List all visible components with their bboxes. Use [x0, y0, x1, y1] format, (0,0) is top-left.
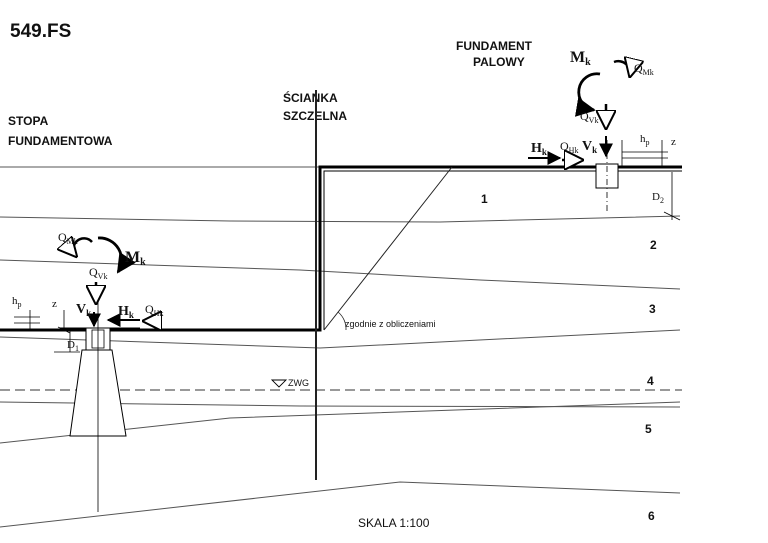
pile-foundation [595, 140, 681, 221]
right-z-label: z [671, 136, 676, 148]
left-z-label: z [52, 298, 57, 310]
groundwater-label: ZWG [288, 378, 309, 388]
right-mk-label: Mk [570, 49, 591, 68]
excavation-profile-inner [323, 170, 620, 330]
stability-slope-line [323, 166, 453, 331]
left-vk-label: Vk [76, 302, 91, 318]
left-hk-label: Hk [118, 304, 134, 320]
label-stopa-line2: FUNDAMENTOWA [8, 134, 113, 148]
groundwater-symbol [270, 379, 288, 388]
layer-number-2: 2 [650, 238, 657, 252]
left-d1-label: D1 [67, 339, 79, 353]
right-loads [528, 61, 630, 160]
drawing-id: 549.FS [10, 21, 71, 42]
left-loads [73, 238, 162, 326]
layer-number-3: 3 [649, 302, 656, 316]
right-moment-q-arrow [613, 61, 630, 76]
layer-number-4: 4 [647, 374, 654, 388]
left-hp-label: hp [12, 295, 22, 309]
slope-note: zgodnie z obliczeniami [345, 319, 436, 329]
excavation-profile [0, 165, 620, 332]
right-d2-tick [663, 211, 681, 221]
right-hp-label: hp [640, 133, 650, 147]
soil-layer-boundaries [0, 166, 681, 528]
left-qvk-label: QVk [89, 265, 107, 281]
layer-number-6: 6 [648, 509, 655, 523]
layer-number-5: 5 [645, 422, 652, 436]
left-moment-arrow [97, 236, 136, 274]
left-mk-label: Mk [125, 249, 146, 268]
layer-boundary-2-3 [0, 259, 681, 290]
label-scianka-line1: ŚCIANKA [283, 90, 338, 105]
label-stopa-line1: STOPA [8, 114, 49, 128]
layer-boundary-6-bottom [0, 481, 681, 528]
right-hk-label: Hk [531, 141, 547, 157]
right-moment-arrow [574, 72, 601, 117]
label-palowy-line1: FUNDAMENT [456, 39, 533, 53]
right-qmk-label: QMk [634, 61, 654, 77]
scale-label: SKALA 1:100 [358, 516, 430, 530]
right-d2-label: D2 [652, 191, 664, 205]
label-palowy-line2: PALOWY [473, 55, 525, 69]
left-dimensions [14, 310, 71, 334]
layer-boundary-1-2 [0, 215, 681, 223]
slope-angle-arc [337, 311, 347, 331]
layer-number-1: 1 [481, 192, 488, 206]
left-z-slash [57, 326, 71, 334]
pad-footing [54, 300, 140, 512]
right-vk-label: Vk [582, 139, 597, 155]
right-qhk-label: QHk [560, 139, 578, 155]
left-moment-q-arrow [73, 238, 93, 256]
left-qhk-label: QHk [145, 302, 163, 318]
right-qvk-label: QVk [580, 109, 598, 125]
left-qmk-label: QMk [58, 230, 78, 246]
